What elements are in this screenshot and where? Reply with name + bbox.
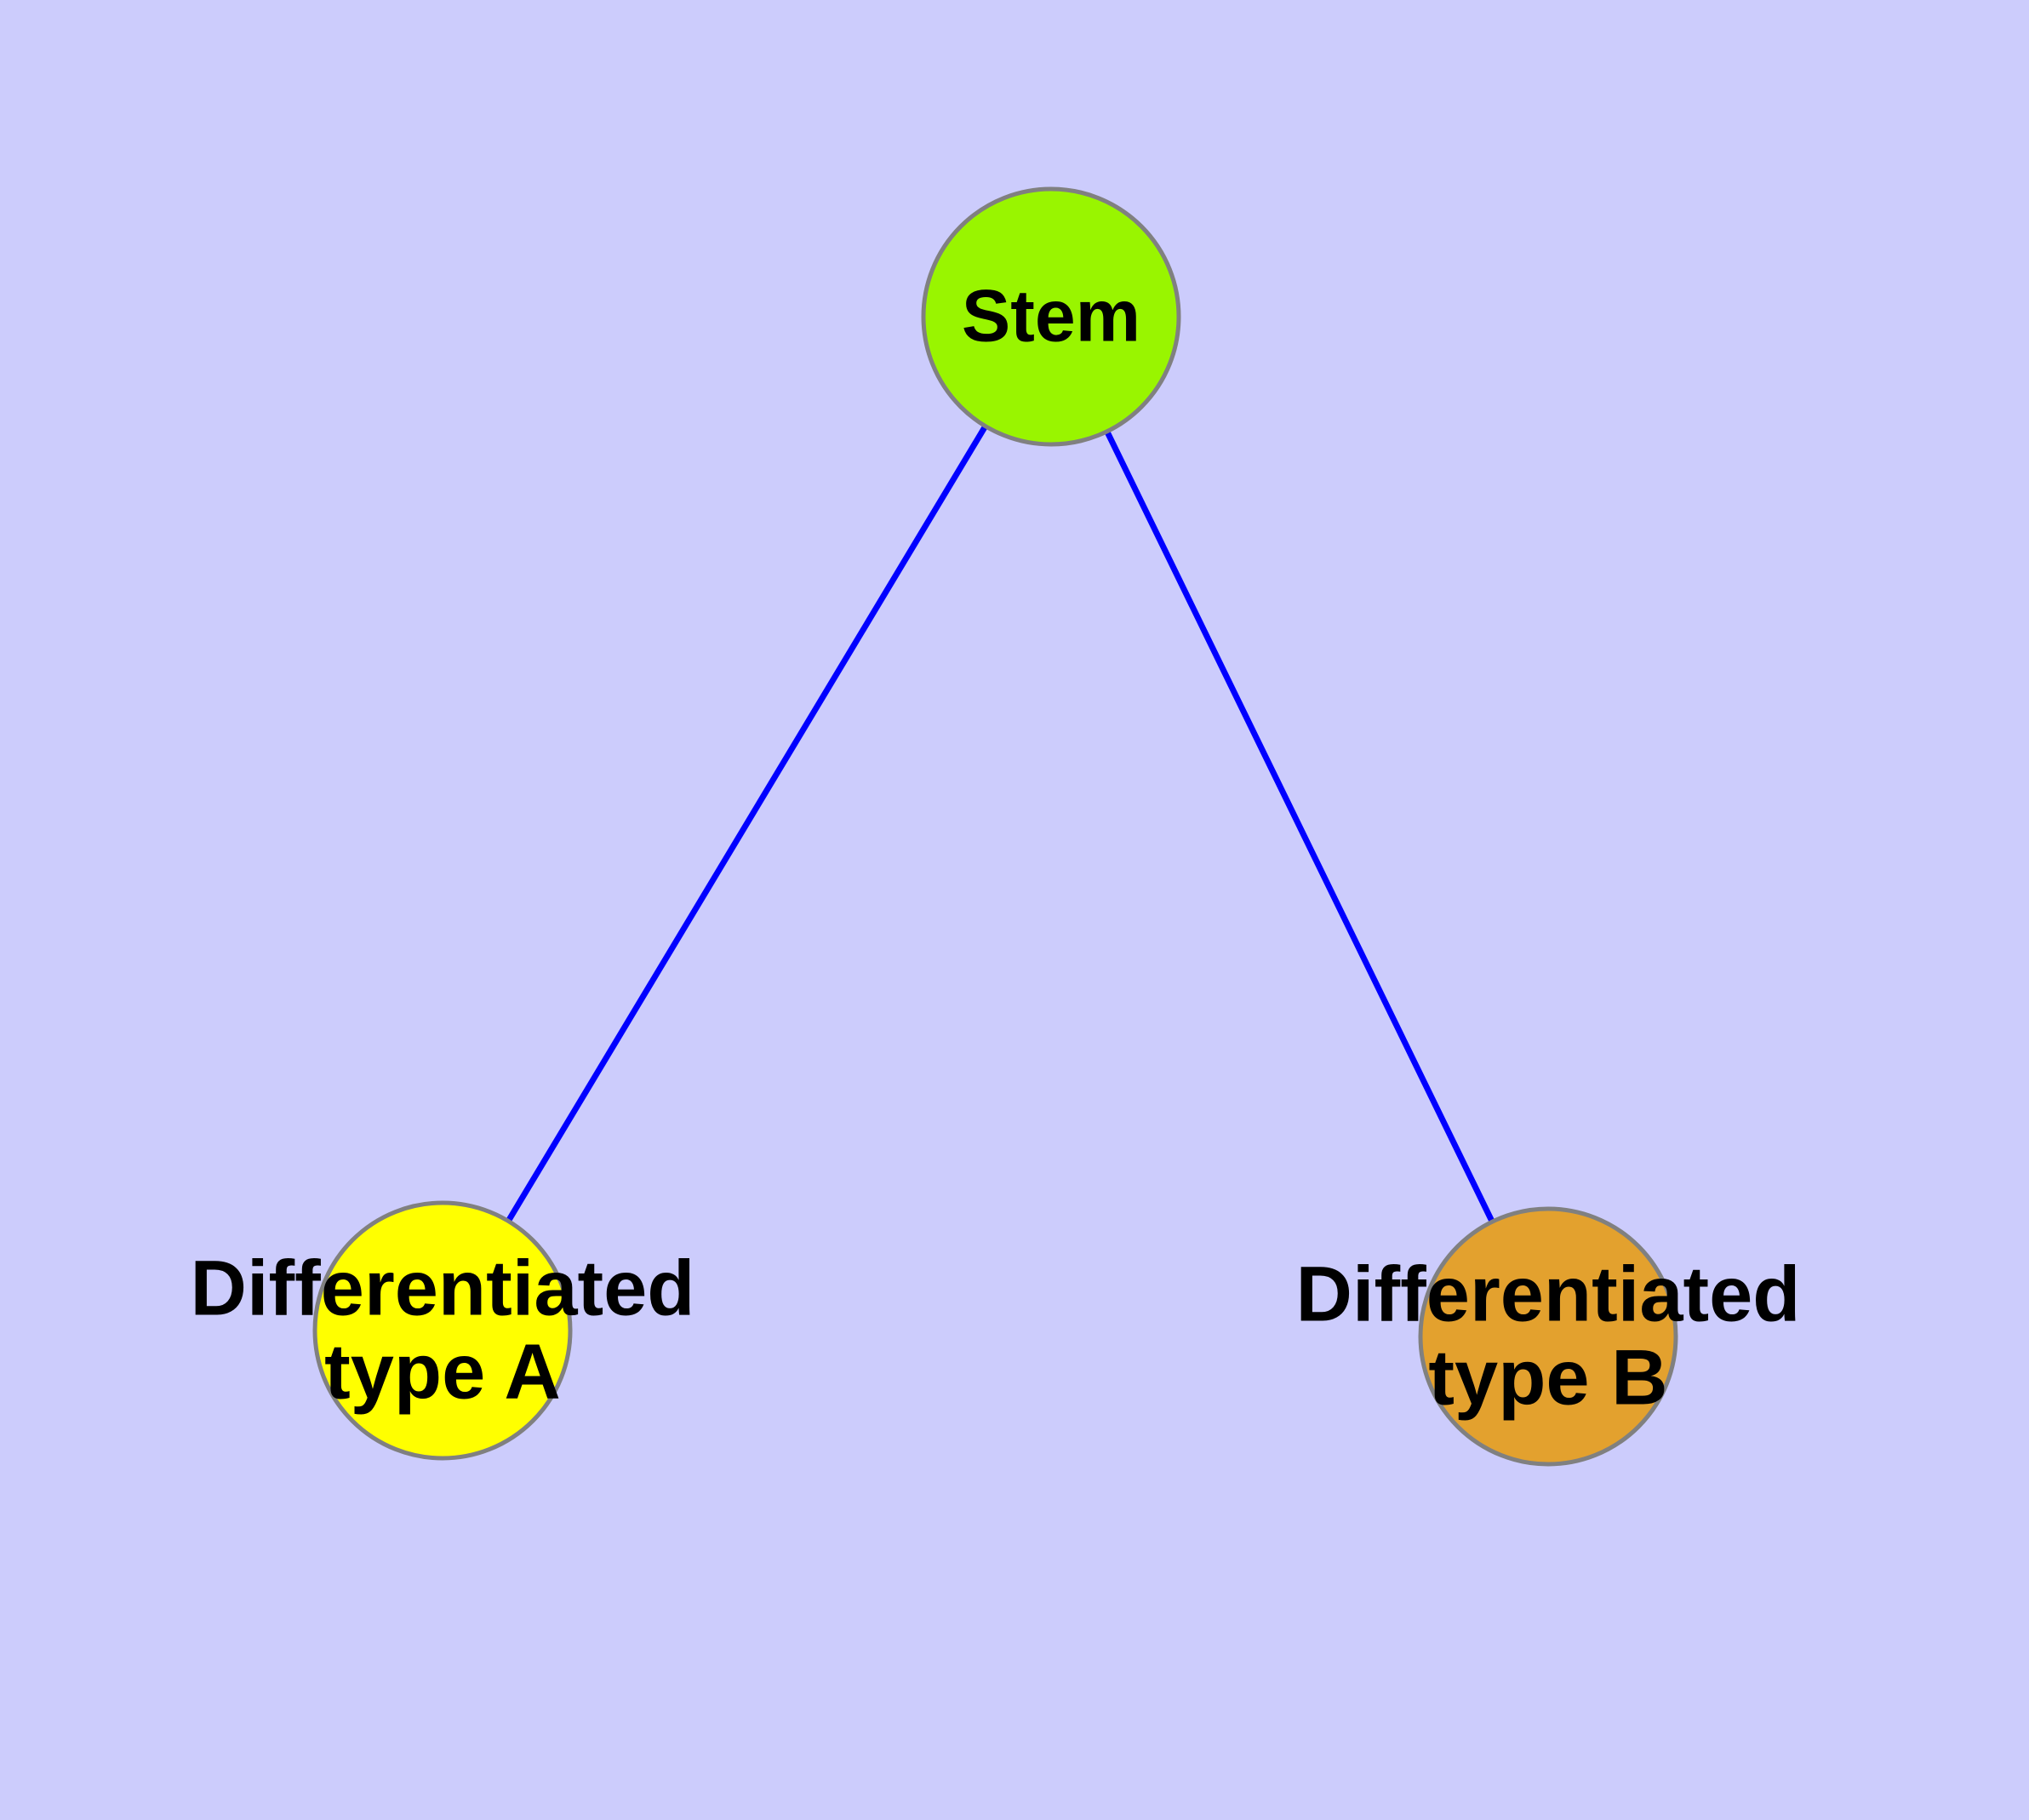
node-stem[interactable] bbox=[921, 186, 1181, 447]
edge-layer bbox=[506, 424, 1495, 1223]
node-layer bbox=[312, 186, 1678, 1467]
edge-stem-to-differentiated-type-b[interactable] bbox=[1104, 430, 1495, 1223]
node-differentiated-type-a[interactable] bbox=[312, 1200, 573, 1461]
edge-stem-to-differentiated-type-a[interactable] bbox=[506, 424, 988, 1223]
node-differentiated-type-b[interactable] bbox=[1418, 1206, 1678, 1467]
